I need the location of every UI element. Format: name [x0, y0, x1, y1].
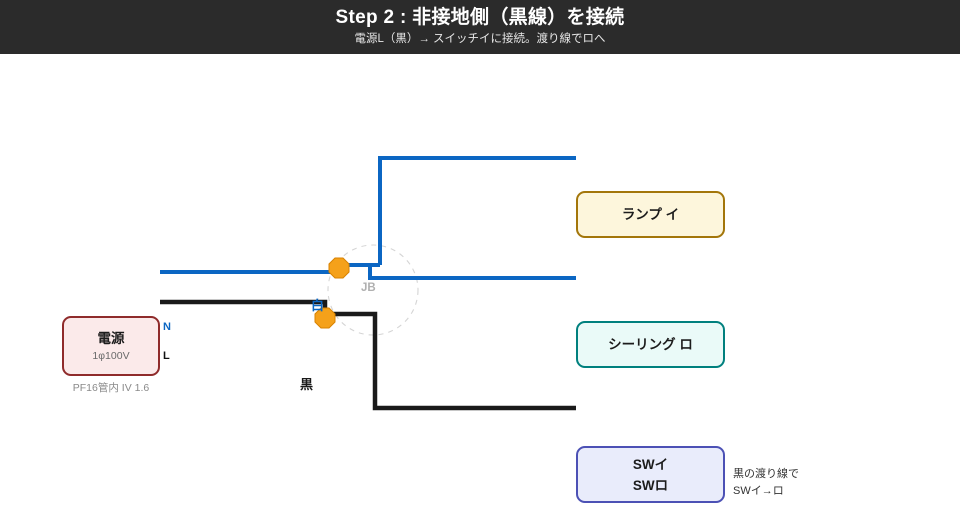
wire-black-power-to-junction	[160, 299, 576, 411]
node-ceiling-title: シーリング ロ	[608, 337, 693, 352]
junction-dot-black	[314, 307, 336, 329]
label-white-wire: 白	[311, 298, 325, 313]
node-switch-i-ro[interactable]: SWイ SWロ	[576, 446, 725, 503]
node-ceiling-ro[interactable]: シーリング ロ	[576, 321, 725, 368]
wire-white-junction-to-lamp	[378, 156, 576, 265]
node-power-source[interactable]: 電源 1φ100V	[62, 316, 160, 376]
node-switch-title-line2: SWロ	[632, 477, 669, 493]
node-power-title: 電源	[97, 330, 125, 346]
node-power-voltage: 1φ100V	[92, 349, 130, 362]
page-subtitle: 電源L（黒）→ スイッチイに接続。渡り線でロへ	[354, 33, 606, 45]
wire-layer	[160, 156, 576, 411]
wire-white-junction-to-ceiling	[345, 263, 576, 280]
page-header: Step 2 : 非接地側（黒線）を接続 電源L（黒）→ スイッチイに接続。渡り…	[0, 0, 960, 54]
node-lamp-i[interactable]: ランプ イ	[576, 191, 725, 238]
label-conduit-spec: PF16管内 IV 1.6	[72, 382, 150, 394]
label-junction-box: JB	[361, 282, 376, 294]
label-terminal-n: N	[163, 321, 171, 333]
node-switch-title-line1: SWイ	[632, 456, 669, 472]
label-terminal-l: L	[163, 350, 170, 362]
page-title: Step 2 : 非接地側（黒線）を接続	[335, 7, 625, 28]
node-lamp-title: ランプ イ	[621, 207, 680, 222]
wiring-diagram-canvas: 電源 1φ100V ランプ イ シーリング ロ SWイ SWロ PF16管内 I…	[0, 54, 960, 520]
label-switch-jumper-note: 黒の渡り線で SWイ→ロ	[733, 468, 799, 497]
junction-dot-white	[328, 257, 350, 279]
label-black-wire: 黒	[300, 377, 314, 392]
